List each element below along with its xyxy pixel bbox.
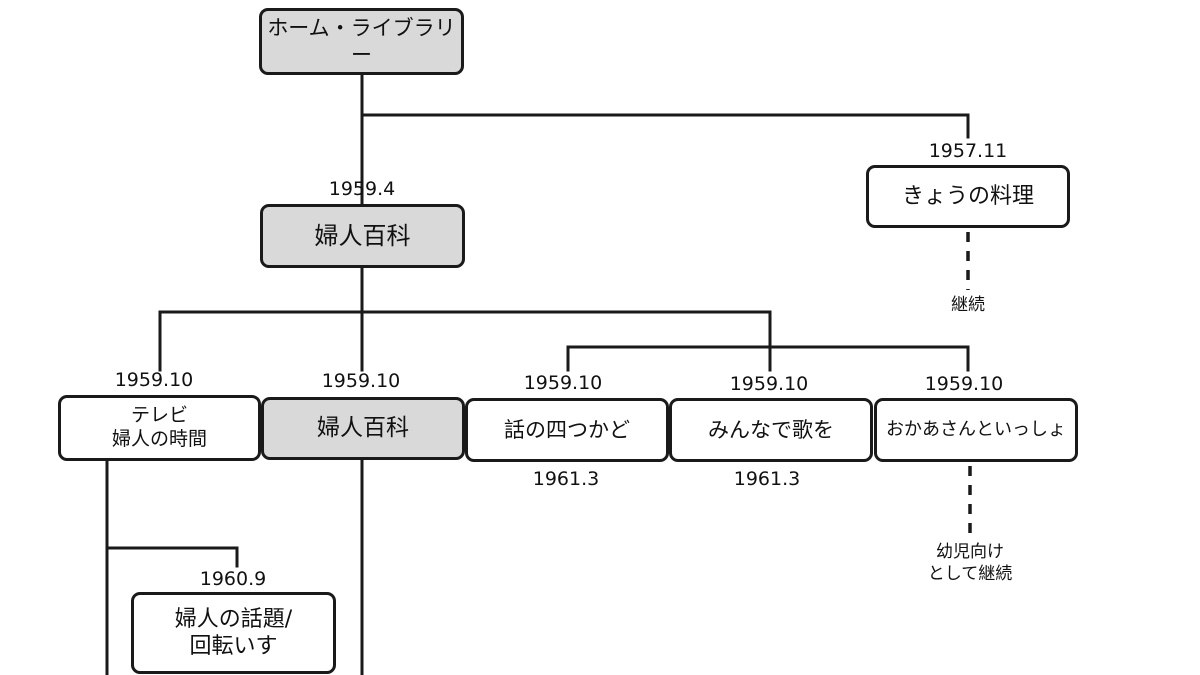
date-hanashi-no-yotsukado: 1959.10 (523, 372, 603, 394)
date-minna-de-uta: 1959.10 (729, 373, 809, 395)
node-minna-de-uta: みんなで歌を (669, 398, 873, 462)
date-fujin-no-wadai: 1960.9 (199, 568, 267, 590)
node-tv-fujin-no-jikan-label: テレビ 婦人の時間 (111, 404, 207, 450)
node-tv-fujin-no-jikan: テレビ 婦人の時間 (58, 395, 261, 461)
node-okaasan-to-issho: おかあさんといっしょ (874, 398, 1078, 462)
date-fujin-hyakka-2: 1959.10 (321, 370, 401, 392)
node-home-library: ホーム・ライブラリー (259, 8, 464, 75)
date-fujin-hyakka-main: 1959.4 (328, 178, 396, 200)
node-fujin-hyakka-main: 婦人百科 (260, 204, 465, 268)
note-kyou-continued: 継続 (951, 295, 985, 315)
date-tv-fujin-no-jikan: 1959.10 (114, 369, 194, 391)
note-okaasan-continued: 幼児向け として継続 (927, 542, 1013, 585)
node-fujin-no-wadai: 婦人の話題/ 回転いす (131, 592, 336, 674)
node-kyou-no-ryouri-label: きょうの料理 (901, 183, 1034, 209)
node-minna-de-uta-label: みんなで歌を (708, 417, 834, 442)
node-hanashi-no-yotsukado-label: 話の四つかど (504, 417, 630, 442)
date-hanashi-end: 1961.3 (532, 468, 600, 490)
node-kyou-no-ryouri: きょうの料理 (866, 165, 1070, 228)
node-okaasan-to-issho-label: おかあさんといっしょ (886, 418, 1066, 440)
date-okaasan-to-issho: 1959.10 (924, 373, 1004, 395)
node-fujin-no-wadai-label: 婦人の話題/ 回転いす (174, 606, 293, 660)
date-kyou-no-ryouri: 1957.11 (928, 140, 1008, 162)
node-fujin-hyakka-2: 婦人百科 (261, 397, 465, 460)
node-hanashi-no-yotsukado: 話の四つかど (465, 398, 669, 462)
node-home-library-label: ホーム・ライブラリー (267, 16, 456, 67)
node-fujin-hyakka-2-label: 婦人百科 (317, 415, 409, 442)
date-minna-end: 1961.3 (733, 468, 801, 490)
node-fujin-hyakka-main-label: 婦人百科 (314, 222, 411, 250)
